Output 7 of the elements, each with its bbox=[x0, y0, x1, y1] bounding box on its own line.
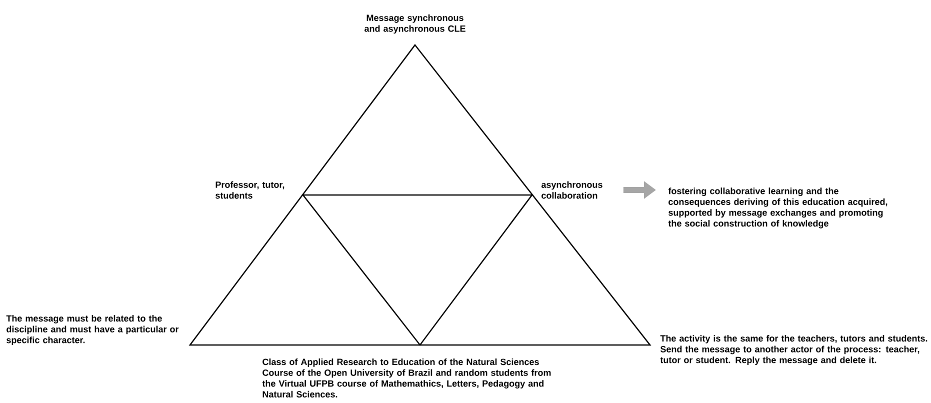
label-text: Message synchronous and asynchronous CLE bbox=[364, 14, 466, 34]
label-text: The activity is the same for the teachers, tutors and students. Send the message to another actor of the process: teacher, tutor or student. Reply the message and delete it. bbox=[660, 334, 928, 365]
node-text: fostering collaborative learning and the consequences deriving of this education acquired, supported by message exchanges and promoting the social construction of knowledge bbox=[668, 188, 888, 228]
label-text: Class of Applied Research to Education of the Natural Sciences Course of the Open University of Brazil and random students from the Virtual UFPB course of Mathemathics, Letters, Pedagogy and Natural Sciences. bbox=[262, 358, 551, 398]
node-text: asynchronous collaboration bbox=[541, 181, 602, 199]
label-text: The message must be related to the discipline and must have a particular or specific character. bbox=[6, 315, 179, 345]
label-text: Professor, tutor, students bbox=[216, 181, 284, 199]
